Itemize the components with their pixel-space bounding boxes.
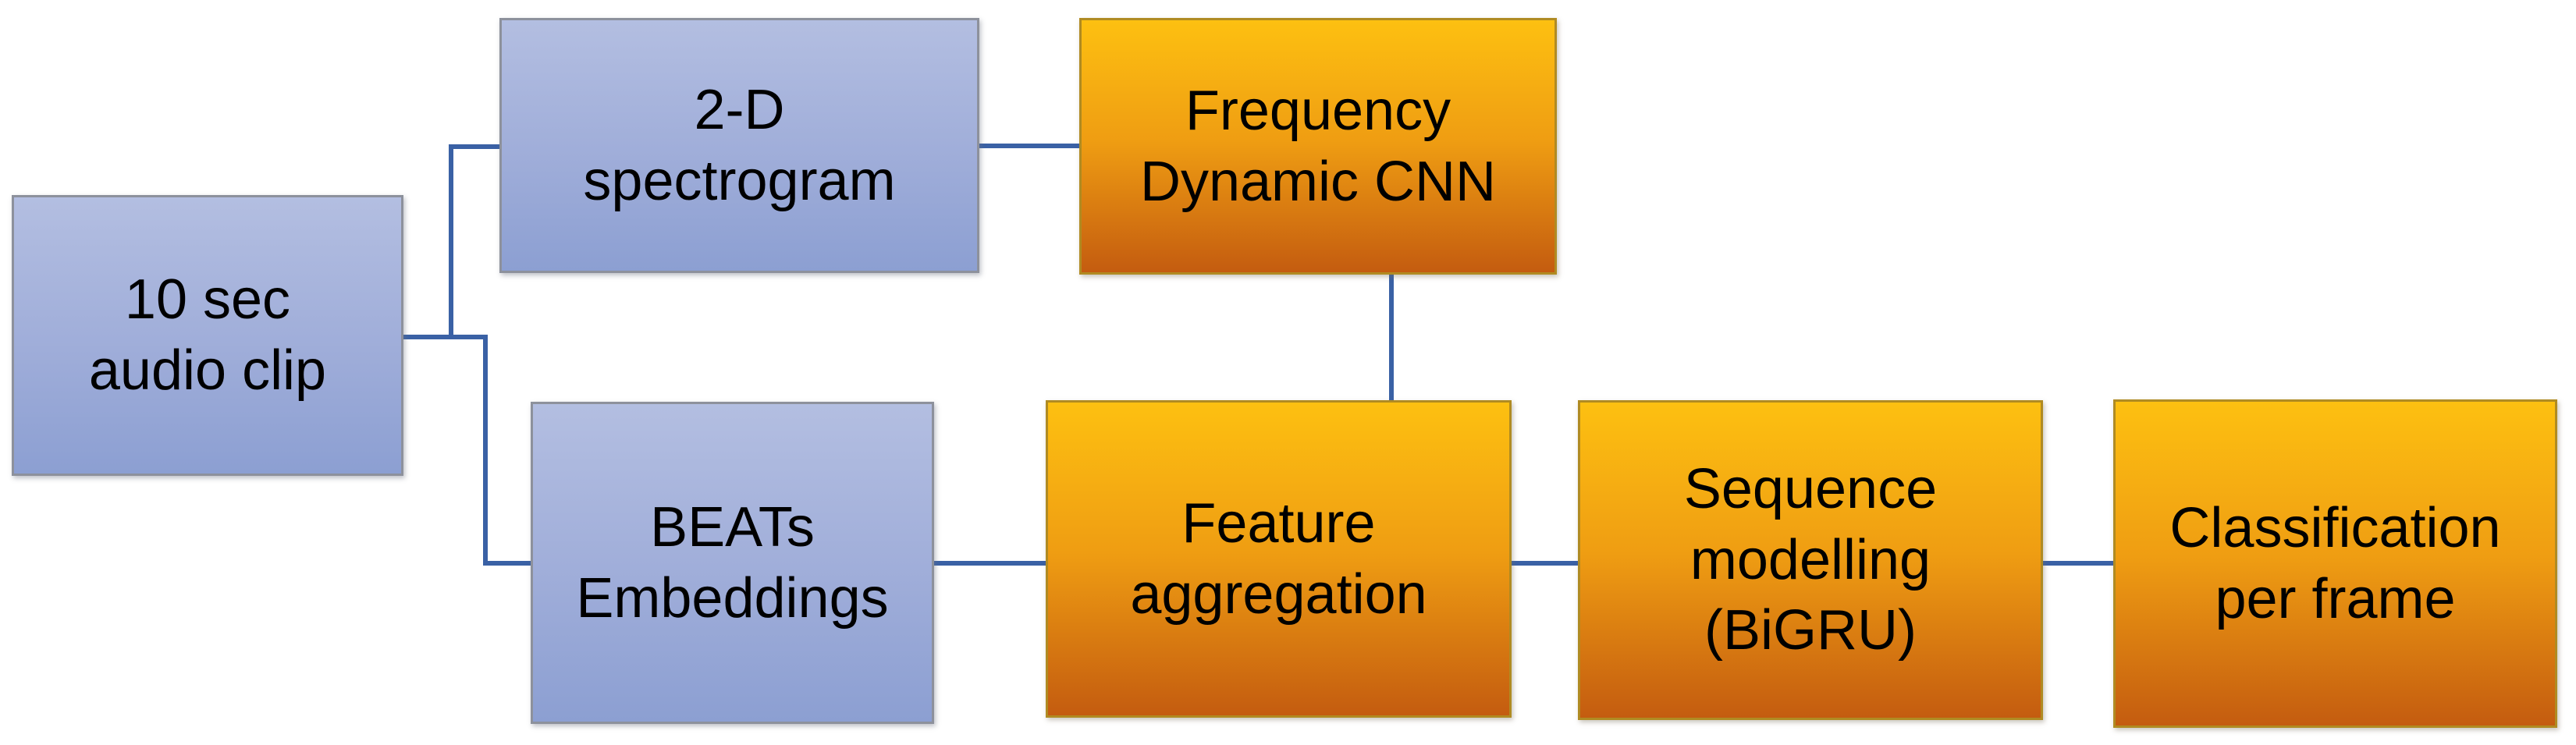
connector-branch-up-to-spectrogram (449, 144, 499, 149)
connector-branch-down-vertical (483, 335, 488, 566)
connector-cnn-to-aggregation (1389, 275, 1394, 402)
node-feature-aggregation: Feature aggregation (1046, 400, 1512, 718)
connector-sequence-to-classification (2043, 561, 2113, 566)
node-audio-clip: 10 sec audio clip (12, 195, 403, 476)
node-beats-embeddings-label: BEATs Embeddings (576, 495, 889, 630)
connector-beats-to-aggregation (934, 561, 1046, 566)
node-frequency-dynamic-cnn-label: Frequency Dynamic CNN (1139, 79, 1497, 213)
node-classification: Classification per frame (2113, 399, 2557, 728)
connector-spectrogram-to-cnn (979, 144, 1079, 148)
node-sequence-modelling: Sequence modelling (BiGRU) (1578, 400, 2043, 720)
node-beats-embeddings: BEATs Embeddings (531, 402, 934, 724)
node-feature-aggregation-label: Feature aggregation (1130, 491, 1427, 626)
connector-aggregation-to-sequence (1512, 561, 1578, 566)
node-sequence-modelling-label: Sequence modelling (BiGRU) (1683, 457, 1938, 662)
connector-branch-down-to-beats (483, 561, 531, 566)
connector-branch-up-vertical (449, 144, 453, 339)
node-frequency-dynamic-cnn: Frequency Dynamic CNN (1079, 18, 1557, 275)
node-spectrogram: 2-D spectrogram (499, 18, 979, 273)
node-spectrogram-label: 2-D spectrogram (583, 78, 896, 212)
node-audio-clip-label: 10 sec audio clip (88, 268, 327, 402)
node-classification-label: Classification per frame (2169, 496, 2501, 630)
connector-audioclip-stem (403, 335, 488, 339)
